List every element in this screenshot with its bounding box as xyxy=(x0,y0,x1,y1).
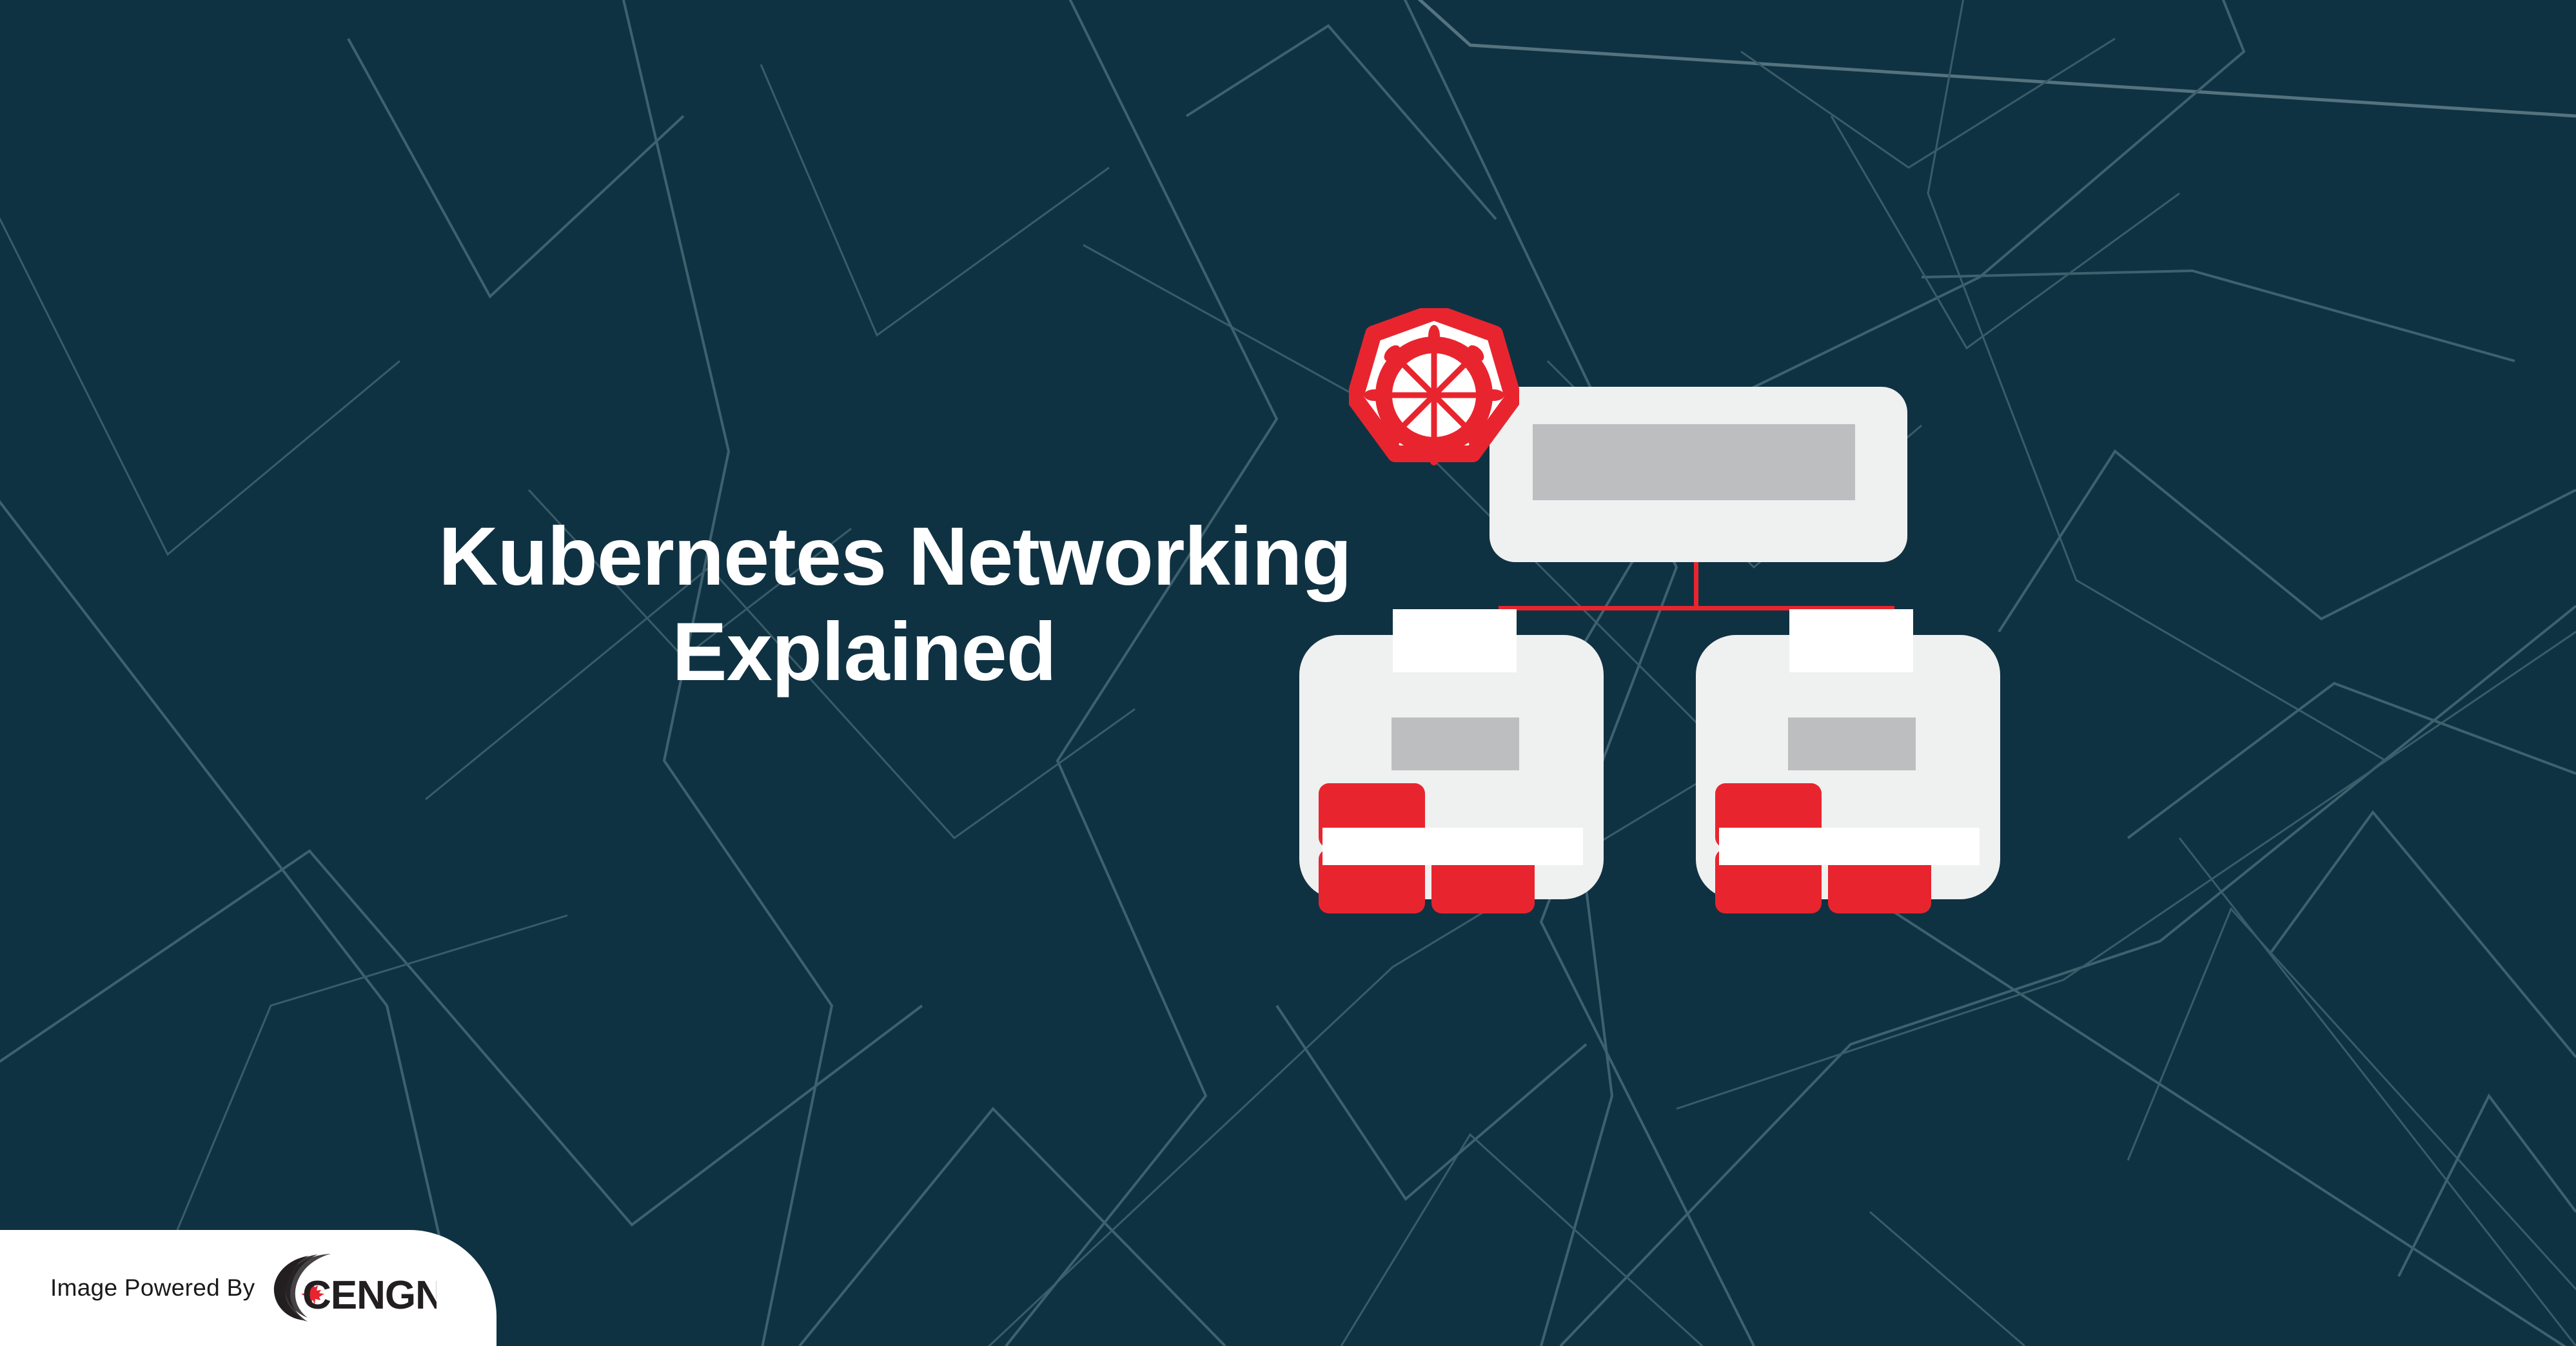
page-title: Kubernetes Networking Explained xyxy=(438,509,1352,701)
kubernetes-helm-wheel-icon xyxy=(1364,325,1504,465)
worker-node-2-tab xyxy=(1789,609,1913,672)
worker-node-2 xyxy=(1696,609,2000,913)
page-title-line-1: Kubernetes Networking xyxy=(438,511,1352,603)
worker-node-2-network-strip xyxy=(1719,828,1980,865)
page-title-line-2: Explained xyxy=(672,606,1057,699)
attribution-text: Image Powered By xyxy=(50,1274,255,1301)
connector-master-to-bus xyxy=(1694,560,1698,610)
connector-bus xyxy=(1499,606,1894,610)
cengn-logo: CENGN xyxy=(274,1254,437,1322)
master-node-bar xyxy=(1533,424,1855,500)
worker-node-1 xyxy=(1299,609,1604,913)
worker-node-2-bar xyxy=(1788,717,1916,770)
cengn-swoosh-icon xyxy=(274,1254,331,1322)
worker-node-1-network-strip xyxy=(1322,828,1583,865)
kubernetes-cluster-diagram xyxy=(1296,303,2134,986)
worker-node-1-bar xyxy=(1391,717,1519,770)
master-node xyxy=(1490,387,1907,562)
kubernetes-logo xyxy=(1349,308,1519,465)
maple-leaf-icon xyxy=(301,1283,325,1305)
worker-node-1-tab xyxy=(1393,609,1517,672)
attribution-banner: Image Powered By CENGN xyxy=(0,1230,497,1346)
cengn-wordmark: CENGN xyxy=(302,1273,437,1318)
